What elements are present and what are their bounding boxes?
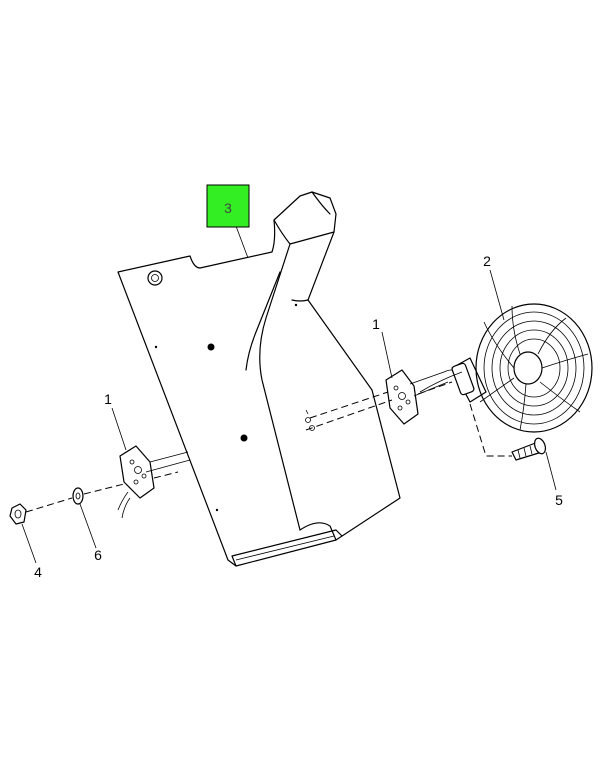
callout-5-label[interactable]: 5 — [555, 492, 563, 508]
callout-6-label[interactable]: 6 — [94, 547, 102, 563]
callout-1-right-label[interactable]: 1 — [372, 316, 380, 332]
callout-1-left-label[interactable]: 1 — [104, 391, 112, 407]
mounting-bracket-left — [117, 445, 191, 519]
callout-3-highlighted[interactable]: 3 — [206, 184, 250, 228]
callout-2-label[interactable]: 2 — [483, 253, 491, 269]
nut — [9, 503, 27, 525]
leader-lines — [21, 225, 557, 564]
assembly-lines — [25, 381, 512, 513]
housing-panel — [117, 191, 401, 567]
fan-assembly — [419, 303, 593, 433]
callout-3-label: 3 — [224, 200, 232, 216]
callout-4-label[interactable]: 4 — [34, 564, 42, 580]
callout-3-highlight-box — [206, 184, 250, 228]
screw — [511, 437, 547, 461]
washer — [72, 487, 84, 505]
